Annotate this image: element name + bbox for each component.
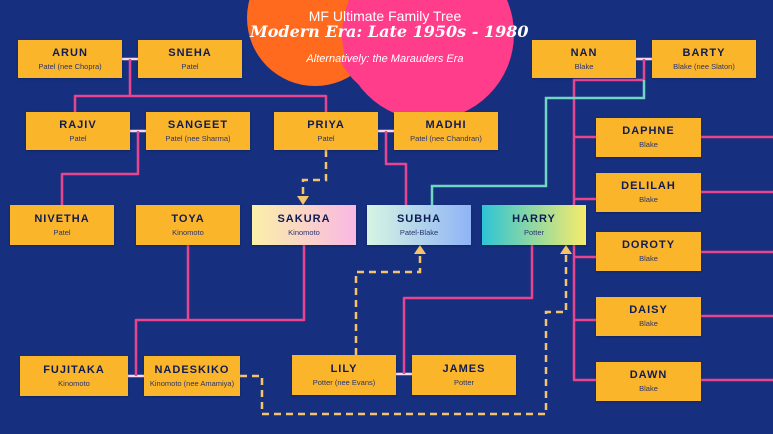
person-surname: Patel-Blake [399,227,439,237]
person-surname: Blake [639,140,658,149]
person-name: RAJIV [59,118,97,131]
person-card-sneha[interactable]: SNEHA Patel [138,40,242,78]
person-surname: Blake [639,254,658,263]
era-tagline: Alternatively: the Marauders Era [306,53,464,65]
line-blake-subha [430,80,646,205]
person-name: SAKURA [277,212,331,225]
person-name: DAPHNE [622,125,675,137]
era-subtitle: Modern Era: Late 1950s - 1980 [250,22,529,41]
person-name: MADHI [425,118,467,131]
arrow-into-subha [414,245,426,254]
person-name: NADESKIKO [154,363,230,376]
person-name: NIVETHA [34,212,90,225]
line-priya-madhi-subha [384,131,408,205]
person-card-nan[interactable]: NAN Blake [532,40,636,78]
person-surname: Patel (nee Chandran) [410,133,482,143]
person-card-delilah[interactable]: DELILAH Blake [596,173,701,212]
person-card-sakura[interactable]: SAKURA Kinomoto [252,205,356,245]
person-name: DAWN [629,369,668,381]
person-surname: Blake [639,319,658,328]
dashed-lily-subha [354,254,422,355]
person-name: LILY [330,362,358,375]
person-card-harry[interactable]: HARRY Potter [482,205,586,245]
person-card-daphne[interactable]: DAPHNE Blake [596,118,701,157]
person-card-nivetha[interactable]: NIVETHA Patel [10,205,114,245]
person-surname: Blake [639,384,658,393]
person-surname: Patel (nee Chopra) [38,61,102,71]
person-name: DOROTY [621,239,676,251]
person-name: SANGEET [167,118,229,131]
person-name: FUJITAKA [43,363,105,376]
person-name: JAMES [442,362,486,375]
person-name: SNEHA [168,46,212,59]
line-fujitaka-nadeskiko-children [134,245,306,376]
header-blob-pink-bottom [340,60,460,97]
arrow-into-sakura [297,196,309,205]
person-name: ARUN [52,46,88,59]
person-surname: Blake [574,61,594,71]
person-card-arun[interactable]: ARUN Patel (nee Chopra) [18,40,122,78]
line-rajiv-sangeet-nivetha [60,131,140,205]
person-surname: Blake (nee Slaton) [673,61,735,71]
line-lily-james-harry [402,245,534,374]
person-name: PRIYA [307,118,345,131]
person-surname: Potter [453,377,474,387]
person-card-nadeskiko[interactable]: NADESKIKO Kinomoto (nee Amamiya) [144,356,240,396]
person-name: SUBHA [396,212,442,225]
person-card-subha[interactable]: SUBHA Patel-Blake [367,205,471,245]
person-card-fujitaka[interactable]: FUJITAKA Kinomoto [20,356,128,396]
person-name: DAISY [629,304,668,316]
person-card-daisy[interactable]: DAISY Blake [596,297,701,336]
person-surname: Patel (nee Sharma) [165,133,231,143]
person-card-lily[interactable]: LILY Potter (nee Evans) [292,355,396,395]
person-card-rajiv[interactable]: RAJIV Patel [26,112,130,150]
page-title: MF Ultimate Family Tree [308,8,462,24]
person-surname: Potter (nee Evans) [312,377,376,387]
person-surname: Potter [523,227,544,237]
arrow-into-harry [560,245,572,254]
line-arun-sneha-children [73,59,328,112]
line-nan-barty-daughters [572,59,773,382]
person-card-doroty[interactable]: DOROTY Blake [596,232,701,271]
person-card-dawn[interactable]: DAWN Blake [596,362,701,401]
person-card-barty[interactable]: BARTY Blake (nee Slaton) [652,40,756,78]
person-surname: Kinomoto [288,227,320,237]
person-surname: Patel [181,61,199,71]
person-name: HARRY [512,212,556,225]
person-card-madhi[interactable]: MADHI Patel (nee Chandran) [394,112,498,150]
person-surname: Patel [317,133,335,143]
person-name: BARTY [682,46,726,59]
person-name: DELILAH [621,180,676,192]
person-card-james[interactable]: JAMES Potter [412,355,516,395]
person-card-sangeet[interactable]: SANGEET Patel (nee Sharma) [146,112,250,150]
person-surname: Kinomoto [172,227,204,237]
person-surname: Patel [53,227,71,237]
person-card-toya[interactable]: TOYA Kinomoto [136,205,240,245]
person-card-priya[interactable]: PRIYA Patel [274,112,378,150]
person-name: NAN [570,46,598,59]
dashed-priya-sakura [301,150,328,196]
person-surname: Kinomoto [58,378,90,388]
person-surname: Kinomoto (nee Amamiya) [149,378,235,388]
person-surname: Patel [69,133,87,143]
person-surname: Blake [639,195,658,204]
person-name: TOYA [171,212,205,225]
